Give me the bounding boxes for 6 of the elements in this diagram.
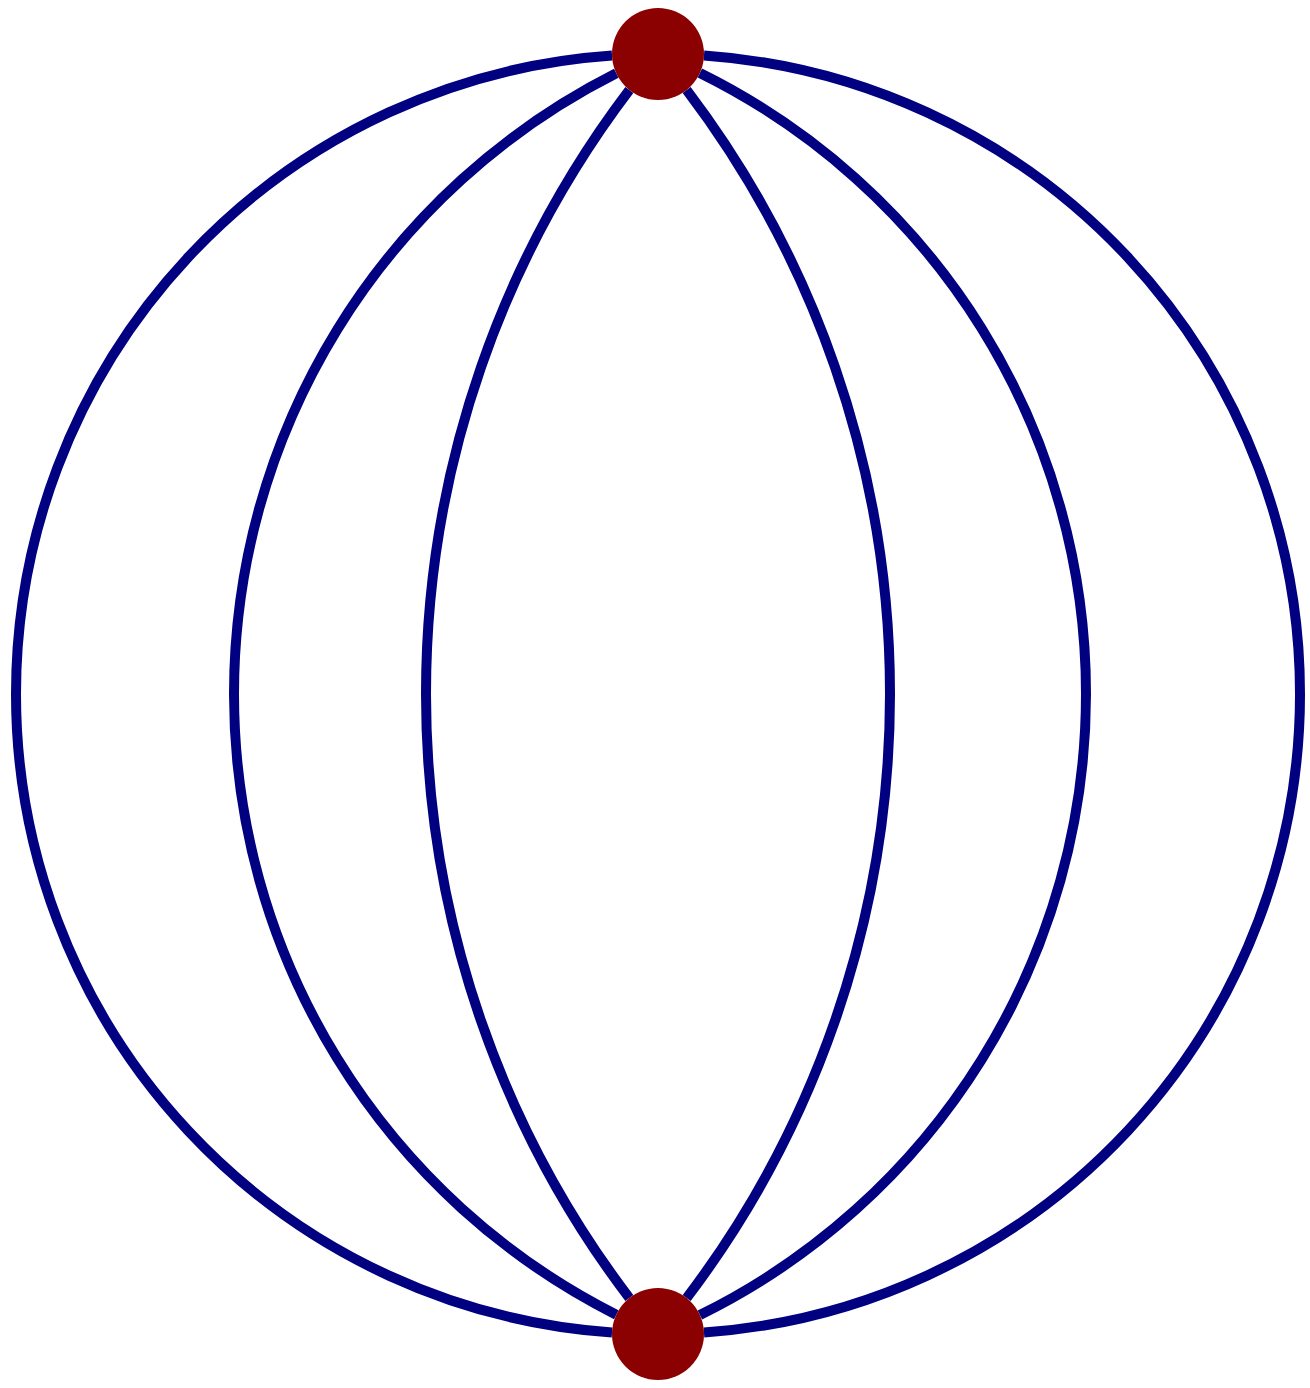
curved-line (421, 87, 634, 1301)
curved-line (697, 68, 1091, 1320)
curved-line (230, 69, 619, 1319)
curved-line (11, 50, 613, 1338)
curved-line (703, 50, 1305, 1338)
curved-line (682, 87, 895, 1301)
